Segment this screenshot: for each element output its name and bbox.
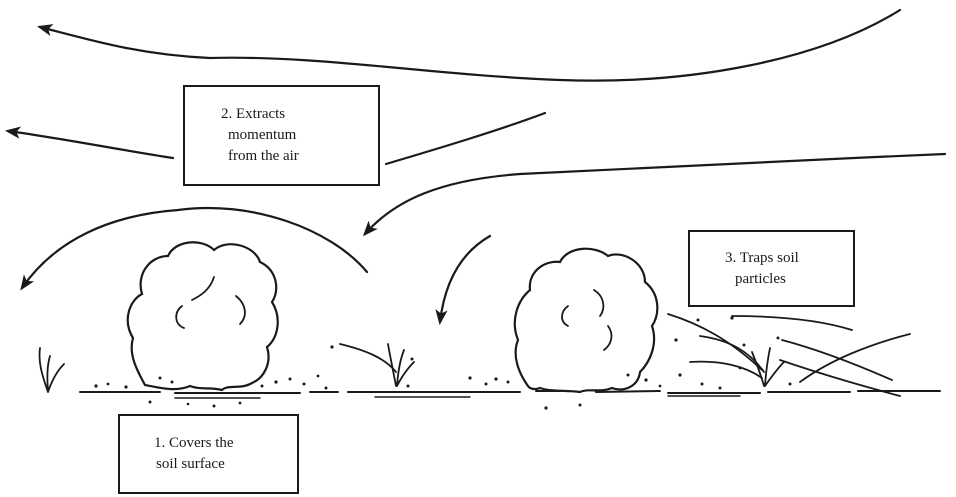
ground-line — [80, 391, 940, 393]
label-line: soil surface — [156, 455, 225, 473]
label-extracts-momentum: 2. Extracts momentum from the air — [183, 85, 380, 186]
wind-streamline-right-box — [386, 113, 545, 164]
wind-arrow-left-box — [8, 131, 173, 158]
wind-arrow-top — [40, 10, 900, 81]
grass-tuft-middle — [388, 344, 414, 386]
label-line: 1. Covers the — [154, 434, 234, 452]
label-line: particles — [735, 270, 786, 288]
label-covers-soil: 1. Covers the soil surface — [118, 414, 299, 494]
label-traps-soil: 3. Traps soil particles — [688, 230, 855, 307]
wind-arrow-downdraft-left — [365, 154, 945, 234]
wind-arrow-downdraft-gap — [440, 236, 490, 322]
shrub-right — [515, 249, 658, 392]
label-line: 3. Traps soil — [725, 249, 799, 267]
label-line: from the air — [228, 147, 299, 165]
particle-trajectories — [340, 314, 910, 396]
label-line: 2. Extracts — [221, 105, 285, 123]
grass-tuft-right — [752, 348, 784, 386]
wind-arrow-over-left-shrub — [22, 208, 367, 288]
shrub-left — [128, 242, 278, 390]
label-line: momentum — [228, 126, 296, 144]
grass-tuft-far-left — [39, 348, 64, 392]
